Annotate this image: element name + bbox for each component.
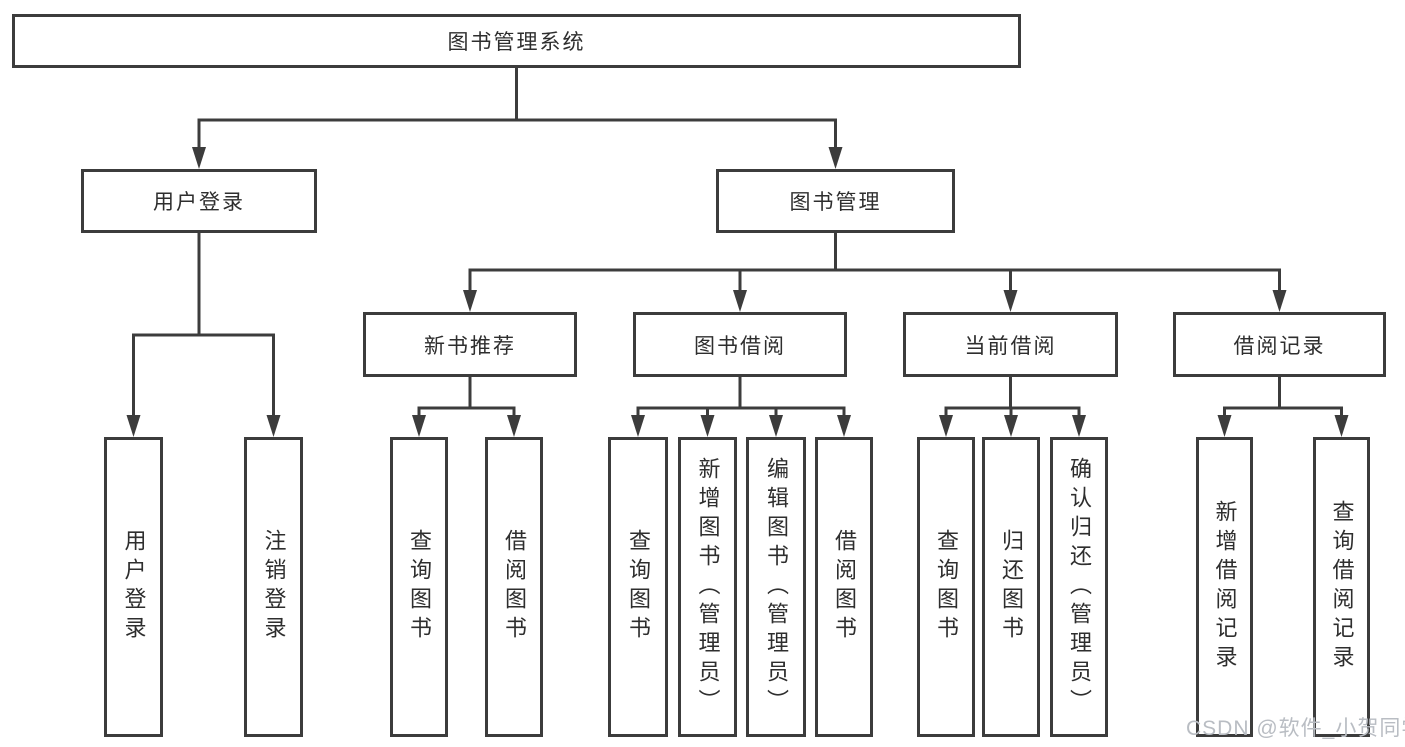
node-borrowing-records: 借阅记录 (1173, 312, 1386, 377)
leaf-edit-books-admin-label: 编辑图书（管理员） (764, 456, 789, 718)
node-library-management-system: 图书管理系统 (12, 14, 1021, 68)
leaf-confirm-return-admin: 确认归还（管理员） (1050, 437, 1108, 737)
leaf-query-books-1-label: 查询图书 (407, 529, 432, 645)
leaf-user-login-label: 用户登录 (121, 529, 147, 645)
leaf-add-borrow-record: 新增借阅记录 (1196, 437, 1253, 737)
leaf-borrow-books-2-label: 借阅图书 (832, 529, 857, 645)
leaf-query-books-2: 查询图书 (608, 437, 668, 737)
arrowhead (412, 415, 426, 437)
leaf-user-login: 用户登录 (104, 437, 163, 737)
node-new-book-recommend-label: 新书推荐 (424, 334, 516, 358)
node-book-management: 图书管理 (716, 169, 955, 233)
node-borrowing-records-label: 借阅记录 (1233, 334, 1326, 358)
arrowhead (828, 147, 843, 169)
arrowhead (700, 415, 715, 437)
leaf-query-books-1: 查询图书 (390, 437, 448, 737)
arrowhead (192, 147, 206, 169)
leaf-add-books-admin: 新增图书（管理员） (678, 437, 737, 737)
leaf-query-books-3-label: 查询图书 (934, 529, 959, 645)
arrowhead (631, 415, 645, 437)
arrowhead (126, 415, 141, 437)
node-current-borrowing-label: 当前借阅 (964, 334, 1057, 358)
node-book-borrowing: 图书借阅 (633, 312, 847, 377)
node-new-book-recommend: 新书推荐 (363, 312, 577, 377)
leaf-query-books-3: 查询图书 (917, 437, 975, 737)
node-book-borrowing-label: 图书借阅 (694, 334, 786, 358)
node-current-borrowing: 当前借阅 (903, 312, 1118, 377)
leaf-add-books-admin-label: 新增图书（管理员） (695, 456, 721, 718)
arrowhead (463, 290, 477, 312)
node-user-login: 用户登录 (81, 169, 317, 233)
leaf-add-borrow-record-label: 新增借阅记录 (1212, 500, 1238, 674)
arrowhead (266, 415, 281, 437)
arrowhead (1217, 415, 1232, 437)
leaf-logout: 注销登录 (244, 437, 303, 737)
leaf-query-borrow-record: 查询借阅记录 (1313, 437, 1370, 737)
leaf-borrow-books-2: 借阅图书 (815, 437, 873, 737)
leaf-logout-label: 注销登录 (261, 529, 287, 645)
arrowhead (837, 415, 851, 437)
arrowhead (1004, 415, 1018, 437)
arrowhead (939, 415, 953, 437)
leaf-return-books: 归还图书 (982, 437, 1040, 737)
node-library-management-system-label: 图书管理系统 (447, 31, 586, 54)
arrowhead (733, 290, 747, 312)
node-user-login-label: 用户登录 (153, 191, 245, 214)
watermark-text: CSDN @软件_小贺同学 (1186, 717, 1405, 740)
leaf-query-books-2-label: 查询图书 (626, 529, 651, 645)
leaf-borrow-books-1: 借阅图书 (485, 437, 543, 737)
node-book-management-label: 图书管理 (789, 191, 882, 214)
arrowhead (1272, 290, 1287, 312)
arrowhead (1003, 290, 1018, 312)
arrowhead (507, 415, 521, 437)
leaf-confirm-return-admin-label: 确认归还（管理员） (1067, 456, 1092, 718)
arrowhead (1072, 415, 1086, 437)
leaf-return-books-label: 归还图书 (999, 529, 1024, 645)
arrowhead (1334, 415, 1349, 437)
leaf-borrow-books-1-label: 借阅图书 (502, 529, 527, 645)
leaf-edit-books-admin: 编辑图书（管理员） (746, 437, 806, 737)
leaf-query-borrow-record-label: 查询借阅记录 (1329, 500, 1355, 674)
arrowhead (769, 415, 783, 437)
